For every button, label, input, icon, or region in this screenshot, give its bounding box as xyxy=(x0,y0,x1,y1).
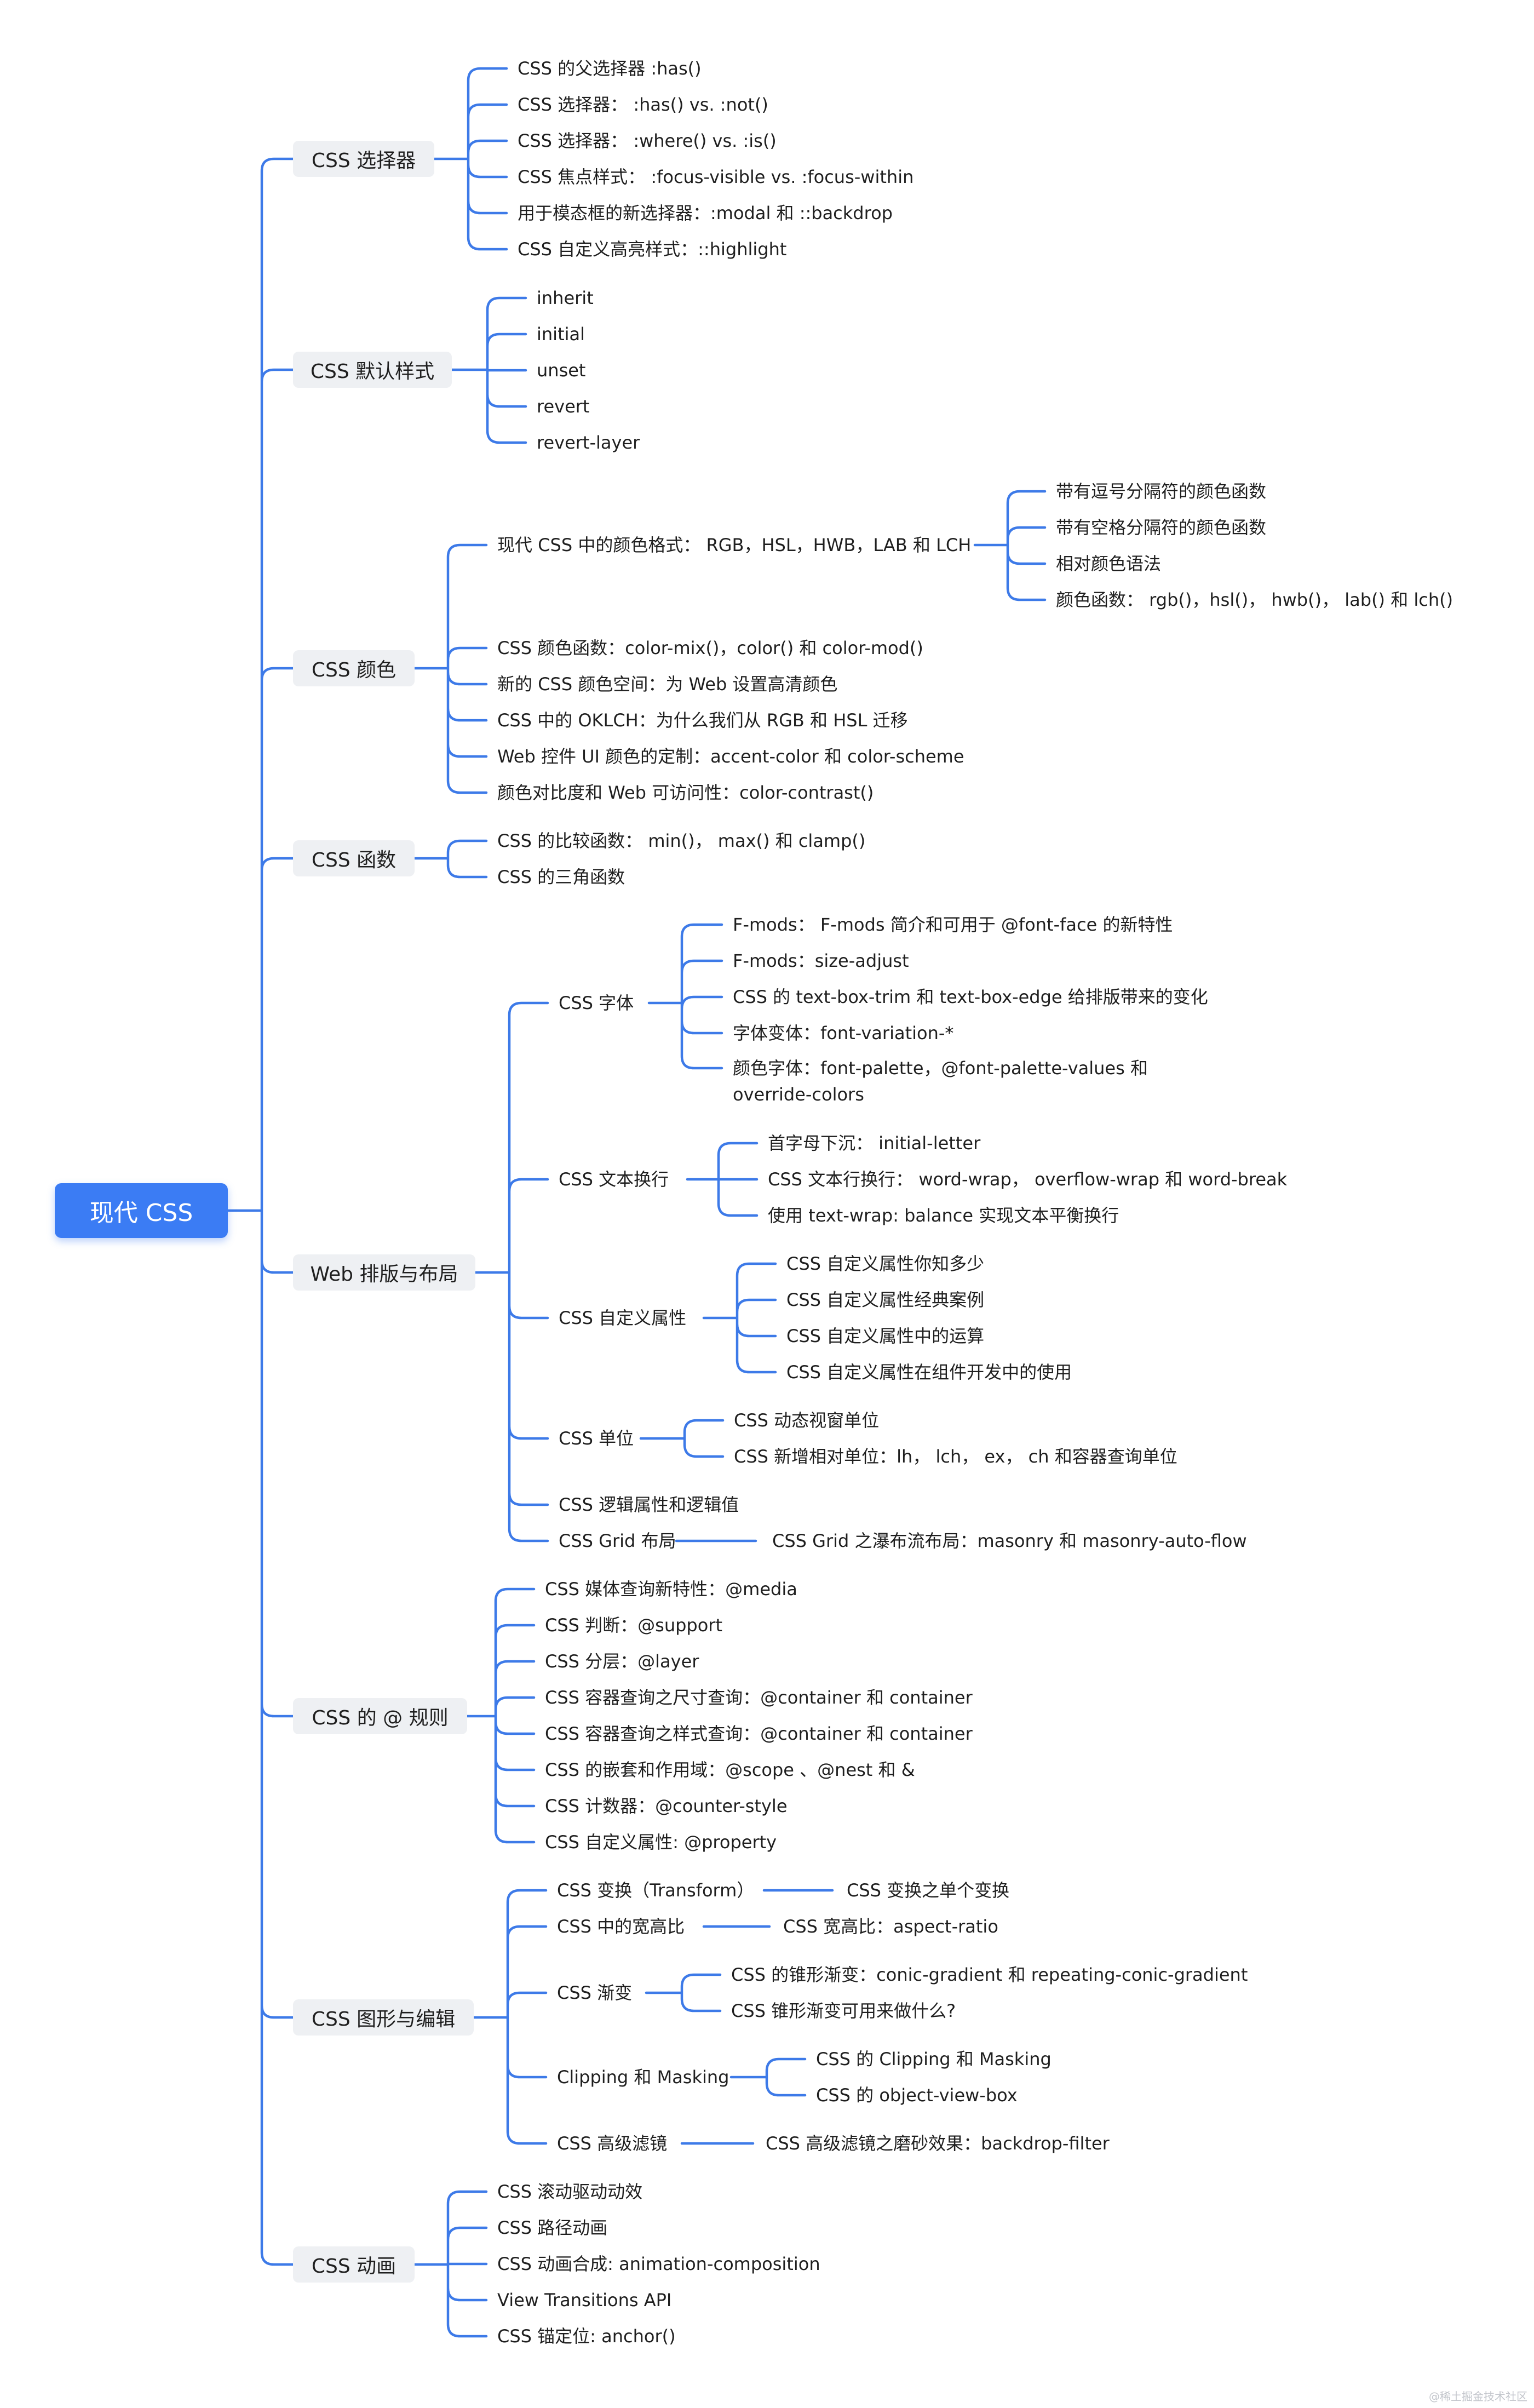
leaf-node[interactable]: 颜色字体：font-palette，@font-palette-values 和… xyxy=(733,1058,1148,1105)
leaf-node[interactable]: 颜色对比度和 Web 可访问性：color-contrast() xyxy=(497,782,874,803)
connector-line xyxy=(450,296,527,444)
connector-line xyxy=(647,923,723,1070)
connector-line xyxy=(226,157,295,2266)
leaf-node[interactable]: unset xyxy=(537,360,586,381)
leaf-node[interactable]: CSS 的 Clipping 和 Masking xyxy=(816,2049,1052,2069)
sub-node-grid-layout[interactable]: CSS Grid 布局 xyxy=(559,1530,676,1551)
sub-node-color-formats[interactable]: 现代 CSS 中的颜色格式： RGB，HSL，HWB，LAB 和 LCH xyxy=(497,535,972,555)
sub-node-transform[interactable]: CSS 变换（Transform） xyxy=(557,1880,755,1901)
connector-line xyxy=(973,490,1047,601)
leaf-node[interactable]: CSS 自定义属性中的运算 xyxy=(786,1326,985,1346)
connector-line xyxy=(413,2190,488,2338)
leaf-node[interactable]: CSS 路径动画 xyxy=(497,2217,608,2238)
sub-node-clipping-masking[interactable]: Clipping 和 Masking xyxy=(557,2067,729,2088)
connector-line xyxy=(702,1262,777,1374)
leaf-node[interactable]: CSS 高级滤镜之磨砂效果：backdrop-filter xyxy=(766,2133,1110,2154)
leaf-node[interactable]: CSS 自定义属性: @property xyxy=(545,1832,777,1853)
leaf-node[interactable]: 使用 text-wrap: balance 实现文本平衡换行 xyxy=(768,1205,1119,1226)
leaf-node[interactable]: CSS 容器查询之尺寸查询：@container 和 container xyxy=(545,1687,973,1708)
connector-line xyxy=(729,2057,807,2097)
leaf-node[interactable]: CSS 选择器： :where() vs. :is() xyxy=(518,130,777,151)
branch-typography-layout[interactable]: Web 排版与布局 xyxy=(293,1254,475,1291)
leaf-node[interactable]: 首字母下沉： initial-letter xyxy=(768,1133,981,1154)
leaf-node[interactable]: 颜色函数： rgb()，hsl()， hwb()， lab() 和 lch() xyxy=(1056,589,1453,610)
leaf-node[interactable]: CSS 锥形渐变可用来做什么? xyxy=(731,2000,956,2021)
watermark: @稀土掘金技术社区 xyxy=(1429,2390,1527,2403)
leaf-node[interactable]: CSS 的三角函数 xyxy=(497,867,625,887)
connector-line xyxy=(466,1587,536,1844)
leaf-node[interactable]: CSS 新增相对单位：lh， lch， ex， ch 和容器查询单位 xyxy=(734,1446,1177,1467)
sub-node-text-wrap[interactable]: CSS 文本换行 xyxy=(559,1169,669,1190)
sub-node-custom-properties[interactable]: CSS 自定义属性 xyxy=(559,1308,687,1328)
leaf-node[interactable]: 相对颜色语法 xyxy=(1056,553,1162,574)
leaf-node[interactable]: CSS 中的 OKLCH：为什么我们从 RGB 和 HSL 迁移 xyxy=(497,710,908,731)
leaf-node[interactable]: initial xyxy=(537,324,585,345)
branch-selectors[interactable]: CSS 选择器 xyxy=(293,141,434,177)
leaf-node[interactable]: CSS 动画合成: animation-composition xyxy=(497,2254,820,2274)
leaf-node[interactable]: CSS 自定义属性你知多少 xyxy=(786,1253,985,1274)
leaf-node[interactable]: 带有逗号分隔符的颜色函数 xyxy=(1056,481,1267,502)
leaf-node[interactable]: CSS 分层：@layer xyxy=(545,1651,699,1672)
leaf-node[interactable]: revert xyxy=(537,396,590,417)
branch-graphics[interactable]: CSS 图形与编辑 xyxy=(293,1999,474,2036)
leaf-node[interactable]: CSS 滚动驱动动效 xyxy=(497,2181,643,2202)
branch-animation[interactable]: CSS 动画 xyxy=(293,2246,415,2283)
leaf-node[interactable]: View Transitions API xyxy=(497,2290,672,2310)
sub-node-aspect-ratio[interactable]: CSS 中的宽高比 xyxy=(557,1916,685,1937)
sub-node-filters[interactable]: CSS 高级滤镜 xyxy=(557,2133,668,2154)
leaf-node[interactable]: CSS 的比较函数： min()， max() 和 clamp() xyxy=(497,830,866,851)
branch-colors[interactable]: CSS 颜色 xyxy=(293,650,415,686)
leaf-node[interactable]: CSS 媒体查询新特性：@media xyxy=(545,1579,797,1599)
leaf-node[interactable]: 字体变体：font-variation-* xyxy=(733,1023,954,1044)
connector-line xyxy=(413,543,488,794)
leaf-node[interactable]: CSS 自定义属性经典案例 xyxy=(786,1289,985,1310)
sub-node-gradients[interactable]: CSS 渐变 xyxy=(557,1982,633,2003)
connector-line xyxy=(686,1142,759,1217)
leaf-node[interactable]: CSS Grid 之瀑布流布局：masonry 和 masonry-auto-f… xyxy=(772,1530,1247,1551)
leaf-node[interactable]: Web 控件 UI 颜色的定制：accent-color 和 color-sch… xyxy=(497,746,964,767)
connector-line xyxy=(433,67,508,251)
leaf-node[interactable]: CSS 动态视窗单位 xyxy=(734,1410,880,1431)
connector-line xyxy=(472,1889,548,2145)
leaf-node[interactable]: 带有空格分隔符的颜色函数 xyxy=(1056,517,1267,538)
connector-line xyxy=(639,1419,725,1458)
leaf-node[interactable]: CSS 文本行换行： word-wrap， overflow-wrap 和 wo… xyxy=(768,1169,1288,1190)
leaf-node[interactable]: CSS 的 object-view-box xyxy=(816,2085,1018,2106)
leaf-node[interactable]: 用于模态框的新选择器：:modal 和 ::backdrop xyxy=(518,203,893,223)
leaf-node[interactable]: CSS 计数器：@counter-style xyxy=(545,1796,788,1816)
branch-at-rules[interactable]: CSS 的 @ 规则 xyxy=(293,1698,467,1734)
leaf-node[interactable]: CSS 判断：@support xyxy=(545,1615,723,1636)
leaf-node[interactable]: revert-layer xyxy=(537,432,640,453)
root-node[interactable]: 现代 CSS xyxy=(55,1183,228,1238)
leaf-node[interactable]: CSS 的父选择器 :has() xyxy=(518,58,702,79)
leaf-node[interactable]: CSS 自定义属性在组件开发中的使用 xyxy=(786,1362,1072,1383)
sub-node-logical-properties[interactable]: CSS 逻辑属性和逻辑值 xyxy=(559,1494,739,1515)
leaf-node[interactable]: inherit xyxy=(537,288,594,308)
sub-node-fonts[interactable]: CSS 字体 xyxy=(559,993,634,1013)
branch-functions[interactable]: CSS 函数 xyxy=(293,840,415,876)
leaf-node[interactable]: F-mods： F-mods 简介和可用于 @font-face 的新特性 xyxy=(733,914,1173,935)
leaf-node[interactable]: CSS 焦点样式： :focus-visible vs. :focus-with… xyxy=(518,167,914,187)
leaf-node[interactable]: CSS 颜色函数：color-mix()，color() 和 color-mod… xyxy=(497,638,923,658)
leaf-node[interactable]: CSS 容器查询之样式查询：@container 和 container xyxy=(545,1723,973,1744)
leaf-node[interactable]: CSS 宽高比：aspect-ratio xyxy=(783,1916,998,1937)
leaf-node[interactable]: CSS 自定义高亮样式：::highlight xyxy=(518,239,787,260)
leaf-node[interactable]: CSS 的锥形渐变：conic-gradient 和 repeating-con… xyxy=(731,1964,1248,1985)
leaf-node[interactable]: F-mods：size-adjust xyxy=(733,950,909,971)
leaf-node[interactable]: CSS 的 text-box-trim 和 text-box-edge 给排版带… xyxy=(733,987,1208,1007)
leaf-node[interactable]: 新的 CSS 颜色空间：为 Web 设置高清颜色 xyxy=(497,674,838,695)
sub-node-units[interactable]: CSS 单位 xyxy=(559,1428,634,1449)
leaf-node[interactable]: CSS 锚定位: anchor() xyxy=(497,2326,676,2347)
connector-line xyxy=(645,1973,722,2013)
leaf-node[interactable]: CSS 选择器： :has() vs. :not() xyxy=(518,94,768,115)
leaf-node[interactable]: CSS 的嵌套和作用域：@scope 、@nest 和 & xyxy=(545,1759,915,1780)
leaf-node[interactable]: CSS 变换之单个变换 xyxy=(847,1880,1010,1901)
connector-line xyxy=(474,1001,549,1543)
connector-line xyxy=(413,839,488,879)
branch-default-styles[interactable]: CSS 默认样式 xyxy=(293,352,452,388)
